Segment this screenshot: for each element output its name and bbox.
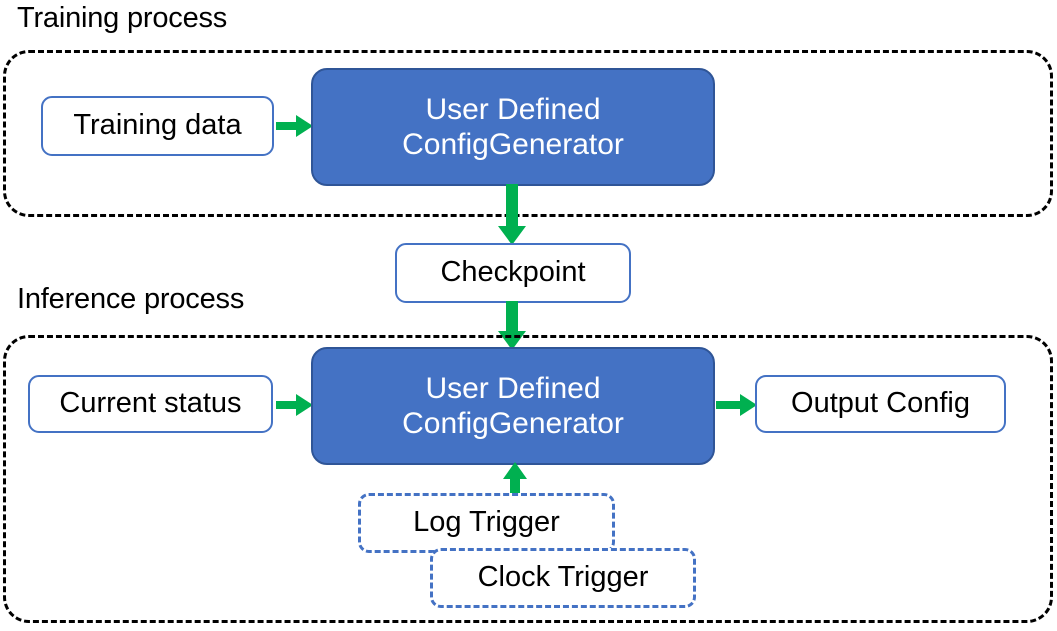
output-config-node[interactable]: Output Config [755,375,1006,433]
training-process-label: Training process [17,2,228,34]
inference-process-group [3,335,1053,623]
checkpoint-node[interactable]: Checkpoint [395,243,631,303]
current-status-node[interactable]: Current status [28,375,273,433]
inference-process-label: Inference process [17,283,245,315]
inference-config-generator-node[interactable]: User Defined ConfigGenerator [311,347,715,465]
training-data-node[interactable]: Training data [41,96,274,156]
training-process-group [3,50,1053,217]
log-trigger-node[interactable]: Log Trigger [358,493,615,553]
clock-trigger-node[interactable]: Clock Trigger [430,548,696,608]
training-config-generator-node[interactable]: User Defined ConfigGenerator [311,68,715,186]
